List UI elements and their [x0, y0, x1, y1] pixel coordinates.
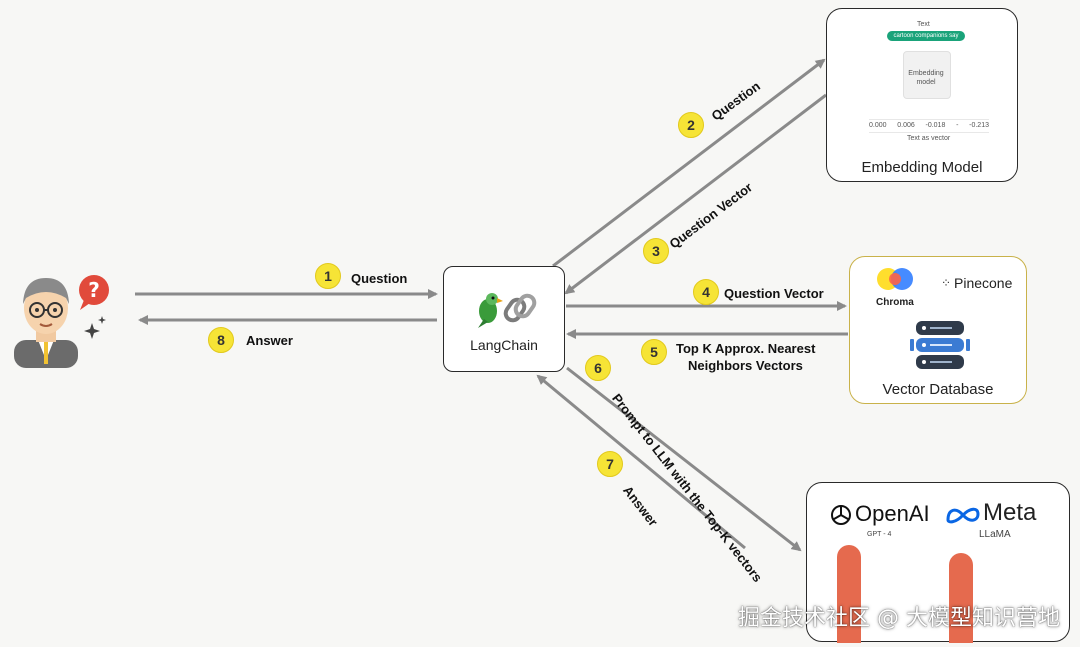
- mini-vector-value: -: [956, 122, 959, 129]
- mini-vector-value: 0.006: [897, 122, 915, 129]
- mini-vector-value: -0.213: [969, 122, 989, 129]
- langchain-title: LangChain: [470, 337, 538, 353]
- openai-logo-icon: [831, 505, 851, 525]
- step-label-5b: Neighbors Vectors: [688, 358, 803, 373]
- mini-text-label: Text: [917, 21, 930, 28]
- embedding-model-box: Text cartoon companions say Embedding mo…: [826, 8, 1018, 182]
- llm-model-icon: [837, 545, 861, 643]
- pinecone-label: Pinecone: [954, 275, 1013, 291]
- step-badge-2: 2: [678, 112, 704, 138]
- chroma-logo-icon: [877, 268, 913, 290]
- watermark-text: 掘金技术社区 @ 大模型知识营地: [738, 606, 1060, 631]
- arrow-step-2: [552, 58, 826, 268]
- step-label-8: Answer: [246, 333, 293, 348]
- meta-logo-icon: [946, 507, 980, 524]
- svg-text:?: ?: [88, 278, 100, 302]
- step-badge-7: 7: [597, 451, 623, 477]
- mini-vector-row: 0.000 0.006 -0.018 - -0.213: [869, 119, 989, 133]
- llm-model-icon: [949, 553, 973, 643]
- mini-model-label: Embedding model: [908, 70, 944, 86]
- langchain-logo-icon: [478, 293, 537, 328]
- step-badge-3: 3: [643, 238, 669, 264]
- step-label-5a: Top K Approx. Nearest: [676, 341, 816, 356]
- database-icon: [910, 321, 970, 369]
- step-badge-6: 6: [585, 355, 611, 381]
- step-label-1: Question: [351, 271, 408, 286]
- arrow-step-3: [564, 93, 827, 295]
- llm-box: OpenAI GPT - 4 Meta LLaMA: [806, 482, 1070, 643]
- mini-vector-value: -0.018: [925, 122, 946, 129]
- mini-vector-caption: Text as vector: [907, 135, 951, 142]
- step-label-4: Question Vector: [724, 286, 824, 301]
- step-badge-8: 8: [208, 327, 234, 353]
- openai-label: OpenAI: [855, 501, 930, 526]
- mini-model-funnel: [903, 51, 951, 99]
- step-badge-1: 1: [315, 263, 341, 289]
- step-badge-4: 4: [693, 279, 719, 305]
- user-avatar: ?: [10, 268, 120, 373]
- mini-text-pill: cartoon companions say: [887, 31, 965, 41]
- vector-database-title: Vector Database: [882, 381, 994, 398]
- chroma-label: Chroma: [876, 297, 914, 308]
- embedding-model-title: Embedding Model: [861, 159, 983, 176]
- openai-sub: GPT - 4: [867, 531, 892, 538]
- mini-vector-value: 0.000: [869, 122, 887, 129]
- meta-sub: LLaMA: [979, 529, 1011, 540]
- arrow-step-7: [536, 374, 746, 550]
- langchain-box: LangChain: [443, 266, 565, 372]
- vector-database-box: Chroma ⁘ Pinecone Vector Database: [849, 256, 1027, 404]
- pinecone-logo-icon: ⁘: [941, 276, 952, 290]
- arrow-step-6: [566, 366, 802, 552]
- meta-label: Meta: [983, 499, 1037, 526]
- step-badge-5: 5: [641, 339, 667, 365]
